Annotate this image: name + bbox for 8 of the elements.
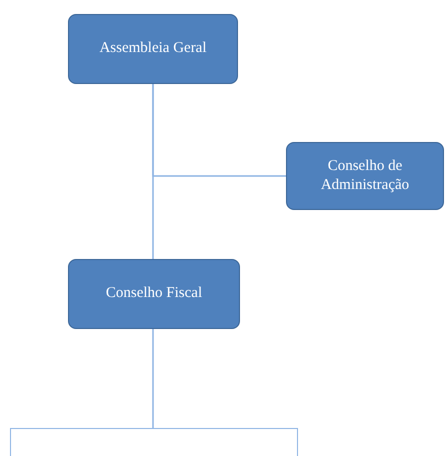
org-box [68, 259, 240, 329]
box-label: Conselho Fiscal [106, 284, 202, 304]
box-label: Assembleia Geral [99, 39, 207, 58]
connector-line [152, 84, 154, 259]
org-box [286, 142, 444, 210]
box-label: Conselho de Administração [320, 156, 410, 195]
connector-line [152, 329, 154, 428]
org-box [68, 14, 238, 84]
